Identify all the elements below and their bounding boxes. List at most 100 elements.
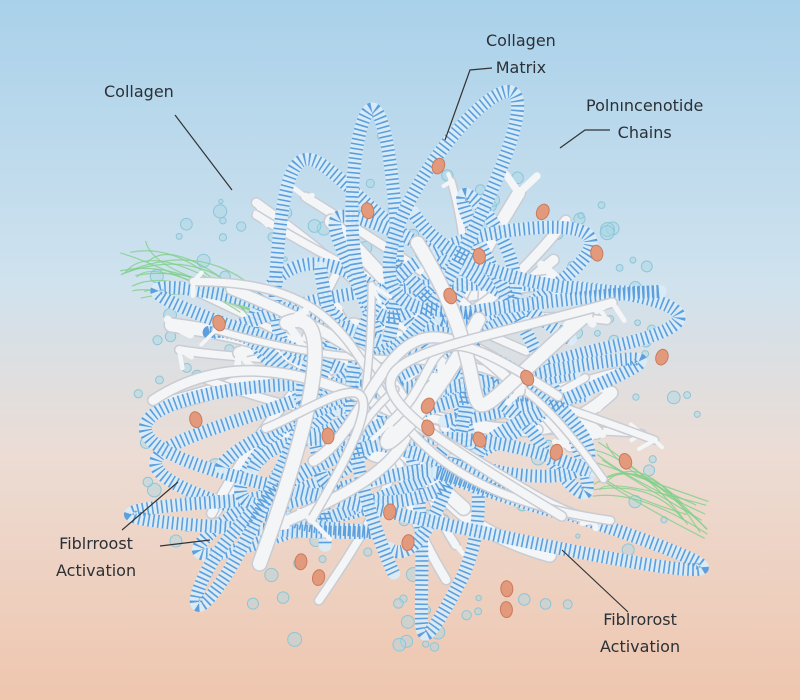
- collagen-fiber-branch: [296, 508, 333, 542]
- fibroblast-cell: [499, 601, 513, 619]
- bubble: [517, 593, 531, 606]
- fibroblast-cells: [189, 157, 669, 619]
- label-line: Fiblrroost: [59, 534, 133, 553]
- collagen-fiber-branch: [505, 383, 526, 406]
- bubble: [213, 204, 228, 219]
- collagen-fiber: [261, 388, 368, 524]
- fibroblast-cell: [361, 202, 375, 220]
- fibroblast-cell: [401, 534, 415, 552]
- collagen-fiber-branch: [636, 438, 664, 452]
- collagen-fibers-front: [146, 235, 627, 572]
- collagen-fiber-branch: [369, 283, 393, 305]
- collagen-fiber: [386, 298, 617, 521]
- chain-rings: [189, 220, 598, 612]
- filament: [592, 494, 708, 535]
- leader-lines: [121, 67, 629, 613]
- fibroblast-cell: [311, 569, 326, 587]
- bubble: [400, 614, 415, 629]
- collagen-fiber: [253, 313, 322, 571]
- fibroblast-cell: [472, 247, 486, 265]
- fibroblast-cell: [431, 157, 446, 175]
- bubble: [155, 375, 164, 385]
- collagen-fiber-branch: [163, 315, 195, 339]
- bubble: [643, 464, 656, 477]
- bubble: [180, 217, 193, 231]
- bubble: [218, 198, 224, 204]
- bubble: [474, 607, 483, 616]
- fibroblast-cell: [212, 314, 226, 332]
- fibroblast-cell: [421, 419, 435, 437]
- bubble: [276, 591, 290, 604]
- label-line: Matrix: [495, 58, 547, 77]
- filament: [605, 471, 701, 533]
- filament: [597, 454, 706, 515]
- label-line: Activation: [600, 637, 681, 656]
- fibroblast-cell: [618, 453, 633, 470]
- fibroblast-cell: [520, 369, 535, 387]
- label-line: Polnıncenotide: [586, 96, 704, 115]
- bubble: [683, 391, 692, 400]
- collagen-fiber-branch: [253, 210, 270, 228]
- bubble: [392, 637, 407, 652]
- bubble: [365, 178, 375, 189]
- fibroblast-cell: [294, 553, 308, 571]
- fibroblast-cell: [420, 397, 435, 414]
- collagen-fiber-branch: [563, 310, 597, 329]
- bubble: [615, 264, 624, 272]
- bubble: [640, 260, 653, 273]
- bubble: [599, 225, 615, 241]
- fibroblast-cell: [655, 348, 669, 366]
- bubble: [429, 642, 440, 652]
- bubble: [399, 634, 414, 648]
- label-line: Activation: [56, 561, 137, 580]
- bubble: [307, 219, 322, 233]
- collagen-fiber-branch: [370, 420, 397, 442]
- green-filaments: [119, 240, 709, 539]
- bubble: [461, 610, 472, 621]
- fibroblast-cell: [189, 411, 203, 429]
- label-line: Collagen: [486, 31, 556, 50]
- collagen-fiber-branch: [190, 270, 204, 298]
- label-fibroblast-activation-right: Fiblrorost Activation: [600, 606, 680, 660]
- fibroblast-cell: [590, 244, 604, 262]
- fibroblast-cell: [549, 443, 563, 461]
- bubble: [562, 599, 573, 610]
- bubble: [593, 329, 601, 337]
- bubble: [539, 598, 552, 610]
- chain-rings: [150, 188, 594, 500]
- bubble: [597, 201, 606, 209]
- label-collagen-matrix: Collagen Matrix: [486, 27, 556, 81]
- bubble: [133, 389, 143, 399]
- bubble: [318, 555, 327, 564]
- filament: [599, 485, 707, 506]
- label-collagen: Collagen: [104, 82, 174, 101]
- label-polynucleotide-chains: Polnıncenotide Chains: [586, 92, 703, 146]
- label-line: Fiblrorost: [603, 610, 677, 629]
- bubble: [666, 390, 681, 405]
- bubble: [393, 598, 404, 609]
- leader-chains: [559, 129, 610, 149]
- leader-activation-left-1: [121, 481, 179, 531]
- leader-collagen: [174, 114, 233, 191]
- filament: [601, 459, 703, 521]
- fibroblast-cell: [383, 503, 397, 521]
- bubble: [363, 547, 373, 557]
- collagen-fiber-branch: [441, 172, 454, 188]
- fibroblast-cell: [500, 580, 514, 598]
- bubble: [152, 335, 163, 346]
- bubble: [577, 211, 585, 220]
- bubble: [175, 232, 183, 240]
- label-fibroblast-activation-left: Fiblrroost Activation: [56, 530, 136, 584]
- collagen-fiber-branch: [594, 300, 627, 323]
- collagen-fiber-branch: [502, 170, 541, 197]
- leader-collagen-matrix: [444, 67, 493, 141]
- bubble: [648, 455, 657, 464]
- bubble: [287, 631, 303, 647]
- bubble: [264, 567, 279, 583]
- fibroblast-cell: [443, 287, 458, 305]
- bubble: [236, 221, 247, 232]
- bubble: [634, 319, 641, 327]
- chain-rings: [314, 85, 667, 368]
- bubble: [422, 640, 430, 648]
